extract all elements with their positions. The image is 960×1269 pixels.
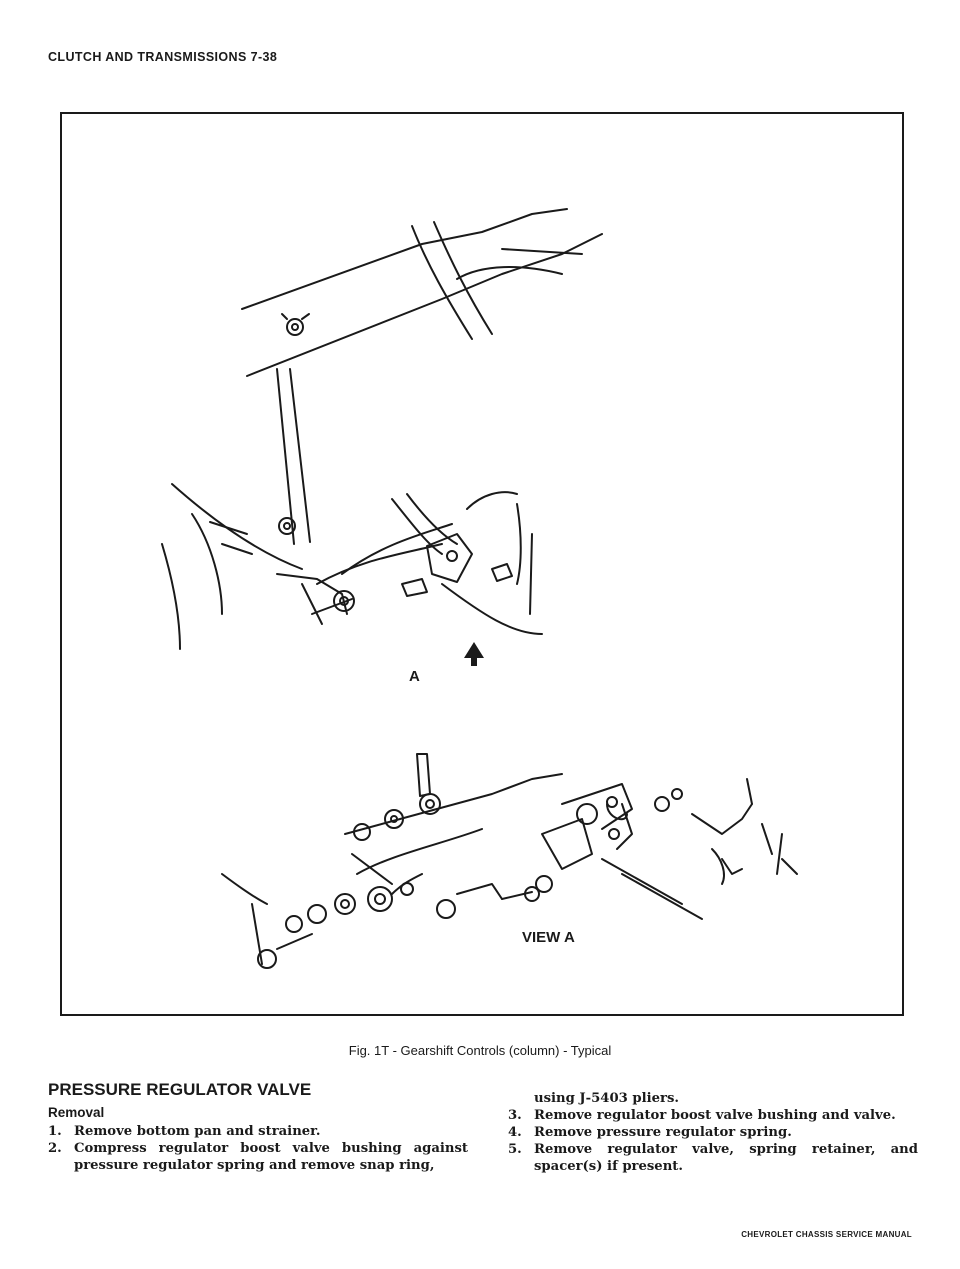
manual-footer: CHEVROLET CHASSIS SERVICE MANUAL [741,1230,912,1239]
step-text: Compress regulator boost valve bushing a… [74,1141,468,1173]
step-number: 1. [48,1124,62,1139]
page-header: CLUTCH AND TRANSMISSIONS 7-38 [48,50,278,64]
view-a-label: VIEW A [522,929,575,946]
figure-frame: A VIEW A [60,112,904,1016]
view-arrow [464,642,484,666]
step-text: Remove regulator valve, spring retainer,… [534,1142,918,1174]
step-number: 3. [508,1108,522,1123]
step-number: 2. [48,1141,62,1156]
step-item: 5. Remove regulator valve, spring retain… [508,1141,918,1175]
view-a-exploded-drawing [221,753,798,969]
figure-caption: Fig. 1T - Gearshift Controls (column) - … [348,1043,612,1058]
step-number: 4. [508,1125,522,1140]
step-text: Remove pressure regulator spring. [534,1125,792,1140]
step-text: Remove bottom pan and strainer. [74,1124,321,1139]
text-column-right: using J-5403 pliers. 3. Remove regulator… [508,1090,918,1175]
step-item: 1. Remove bottom pan and strainer. [48,1123,468,1140]
step-number: 5. [508,1142,522,1157]
step-item: 3. Remove regulator boost valve bushing … [508,1107,918,1124]
step-text: Remove regulator boost valve bushing and… [534,1108,896,1123]
section-subtitle: Removal [48,1105,105,1120]
text-column-left: PRESSURE REGULATOR VALVE Removal 1. Remo… [48,1080,468,1174]
steering-column-drawing [161,208,603,650]
step-item: 2. Compress regulator boost valve bushin… [48,1140,468,1174]
gearshift-illustration [161,208,798,969]
step-continuation: using J-5403 pliers. [534,1091,680,1106]
step-item: 4. Remove pressure regulator spring. [508,1124,918,1141]
section-title: PRESSURE REGULATOR VALVE [48,1080,312,1099]
view-arrow-label: A [409,668,420,685]
